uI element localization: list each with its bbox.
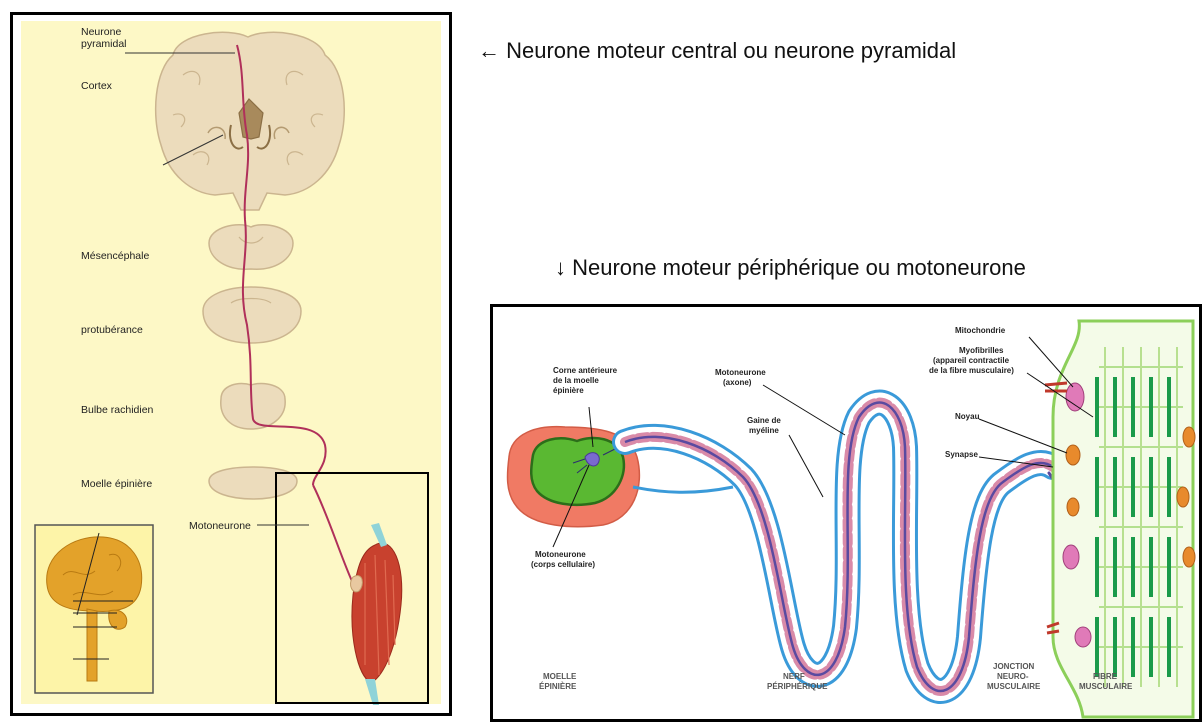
central-pathway-diagram: Neurone pyramidal Cortex Mésencéphale pr…: [13, 15, 449, 713]
label-gaine-1: Gaine de: [747, 416, 781, 425]
label-corne-3: épinière: [553, 386, 584, 395]
label-bottom-jonction-3: MUSCULAIRE: [987, 682, 1041, 691]
label-corne-2: de la moelle: [553, 376, 599, 385]
label-mesencephale: Mésencéphale: [81, 250, 149, 262]
label-motoneurone-corps-1: Motoneurone: [535, 550, 586, 559]
label-myofibrilles-1: Myofibrilles: [959, 346, 1004, 355]
protuberance-section: [203, 287, 301, 343]
label-bottom-nerf-1: NERF: [783, 672, 805, 681]
label-neurone-pyramidal-2: pyramidal: [81, 38, 127, 50]
peripheral-motoneuron-diagram: Corne antérieure de la moelle épinière M…: [493, 307, 1199, 719]
caption-central-neuron: ← Neurone moteur central ou neurone pyra…: [478, 38, 956, 64]
label-motoneurone-corps-2: (corps cellulaire): [531, 560, 595, 569]
label-bottom-nerf-2: PÉRIPHÉRIQUE: [767, 682, 828, 691]
label-noyau: Noyau: [955, 412, 980, 421]
mesencephale-section: [209, 225, 293, 270]
inset-lateral-brain: [35, 525, 153, 693]
label-gaine-2: myéline: [749, 426, 779, 435]
label-motoneurone-axone-1: Motoneurone: [715, 368, 766, 377]
bulbe-section: [221, 384, 285, 429]
peripheral-motoneuron-panel: Corne antérieure de la moelle épinière M…: [490, 304, 1202, 722]
label-moelle: Moelle épinière: [81, 478, 152, 490]
central-pathway-panel: Neurone pyramidal Cortex Mésencéphale pr…: [10, 12, 452, 716]
label-bottom-fibre-1: FIBRE: [1093, 672, 1118, 681]
moelle-section: [209, 467, 297, 499]
label-myofibrilles-3: de la fibre musculaire): [929, 366, 1014, 375]
label-motoneurone: Motoneurone: [189, 520, 251, 532]
label-bulbe: Bulbe rachidien: [81, 404, 154, 416]
label-mitochondrie: Mitochondrie: [955, 326, 1006, 335]
label-synapse: Synapse: [945, 450, 978, 459]
label-myofibrilles-2: (appareil contractile: [933, 356, 1010, 365]
label-bottom-moelle-2: ÉPINIÈRE: [539, 682, 577, 691]
caption-peripheral-neuron: ↓ Neurone moteur périphérique ou motoneu…: [555, 255, 1026, 281]
label-bottom-jonction-1: JONCTION: [993, 662, 1035, 671]
label-bottom-fibre-2: MUSCULAIRE: [1079, 682, 1133, 691]
label-neurone-pyramidal-1: Neurone: [81, 26, 121, 38]
label-cortex: Cortex: [81, 80, 113, 92]
label-bottom-moelle-1: MOELLE: [543, 672, 577, 681]
label-protuberance: protubérance: [81, 324, 143, 336]
label-corne-1: Corne antérieure: [553, 366, 618, 375]
label-motoneurone-axone-2: (axone): [723, 378, 752, 387]
label-bottom-jonction-2: NEURO-: [997, 672, 1029, 681]
